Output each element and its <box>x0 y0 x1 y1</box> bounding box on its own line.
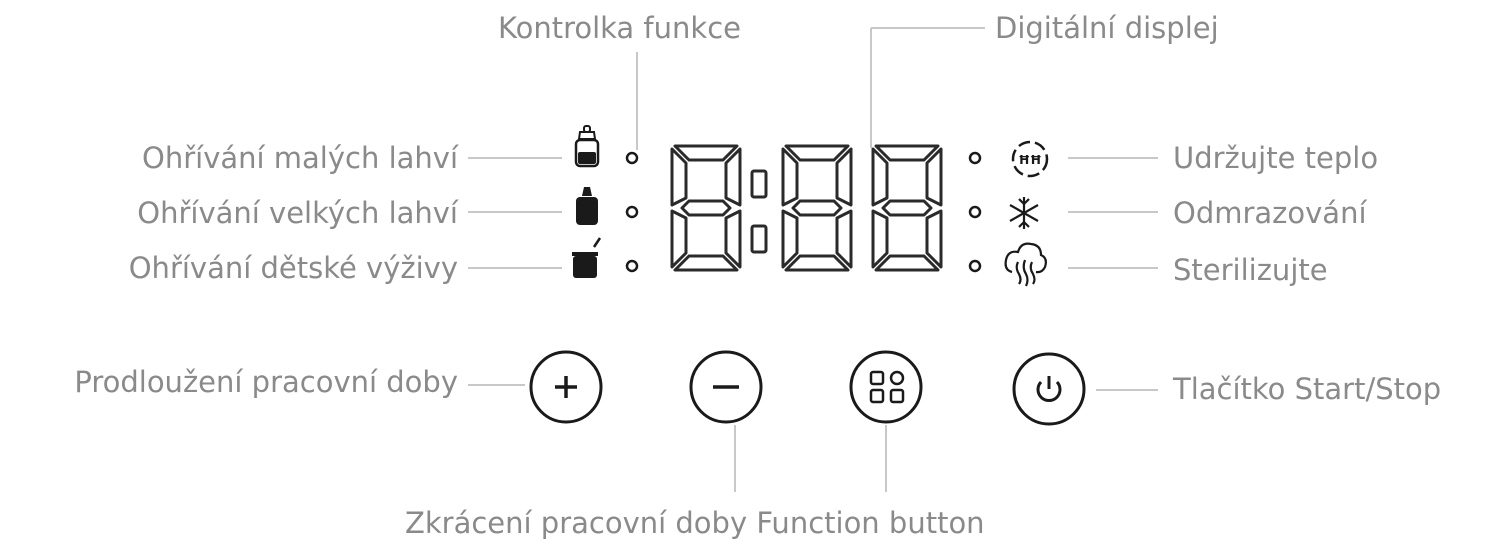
segment-bottom <box>673 254 739 272</box>
segment-upper-right <box>835 147 853 207</box>
keep-warm-icon: ĦĦ <box>1011 140 1049 178</box>
svg-text:ĦĦ: ĦĦ <box>1018 153 1041 167</box>
segment-top <box>784 144 850 162</box>
extend-time-button[interactable] <box>531 352 601 422</box>
function-button[interactable] <box>851 352 921 422</box>
segment-lower-right <box>724 209 742 269</box>
segment-upper-right <box>925 147 943 207</box>
label-keep-warm: Udržujte teplo <box>1173 141 1379 175</box>
segment-top <box>673 144 739 162</box>
led-sterilize <box>968 259 982 273</box>
segment-top <box>874 144 940 162</box>
plus-icon <box>529 350 603 424</box>
colon-upper <box>750 169 768 199</box>
segment-upper-left <box>781 147 799 207</box>
label-start-stop: Tlačítko Start/Stop <box>1173 372 1442 406</box>
segment-lower-left <box>871 209 889 269</box>
label-small-bottles: Ohřívání malých lahví <box>142 141 458 175</box>
start-stop-button[interactable] <box>1014 354 1084 424</box>
segment-upper-left <box>670 147 688 207</box>
label-extend-time: Prodloužení pracovní doby <box>74 365 458 399</box>
led-keep-warm <box>968 151 982 165</box>
display-digit-2 <box>781 144 853 272</box>
segment-middle <box>881 199 933 217</box>
led-defrost <box>968 205 982 219</box>
label-sterilize: Sterilizujte <box>1173 253 1328 287</box>
colon-lower <box>750 224 768 254</box>
small-bottle-icon <box>574 125 600 168</box>
function-grid-icon <box>849 350 923 424</box>
shorten-time-button[interactable] <box>691 352 761 422</box>
leader-lines <box>468 27 1158 492</box>
display-digit-1 <box>670 144 742 272</box>
segment-upper-right <box>724 147 742 207</box>
snowflake-icon <box>1009 197 1039 229</box>
display-colon <box>750 169 768 254</box>
seven-segment-display <box>670 144 943 272</box>
segment-lower-right <box>835 209 853 269</box>
minus-icon <box>689 350 763 424</box>
label-bottom-caption: Zkrácení pracovní doby Function button <box>405 506 985 540</box>
segment-lower-left <box>670 209 688 269</box>
label-digital-display: Digitální displej <box>995 11 1219 45</box>
right-indicator-leds <box>968 151 982 273</box>
segment-middle <box>791 199 843 217</box>
segment-lower-right <box>925 209 943 269</box>
large-bottle-icon <box>576 187 598 225</box>
label-defrost: Odmrazování <box>1173 196 1367 230</box>
led-baby-food <box>625 259 639 273</box>
baby-food-jar-icon <box>572 237 602 278</box>
steam-sterilize-icon <box>1004 242 1047 287</box>
label-large-bottles: Ohřívání velkých lahví <box>137 196 458 230</box>
segment-upper-left <box>871 147 889 207</box>
segment-bottom <box>874 254 940 272</box>
power-icon <box>1012 352 1086 426</box>
display-digit-3 <box>871 144 943 272</box>
led-small-bottles <box>625 151 639 165</box>
left-indicator-leds <box>625 151 639 273</box>
label-function-indicator: Kontrolka funkce <box>498 11 741 45</box>
led-large-bottles <box>625 205 639 219</box>
segment-lower-left <box>781 209 799 269</box>
segment-middle <box>680 199 732 217</box>
segment-bottom <box>784 254 850 272</box>
label-baby-food: Ohřívání dětské výživy <box>128 251 458 285</box>
